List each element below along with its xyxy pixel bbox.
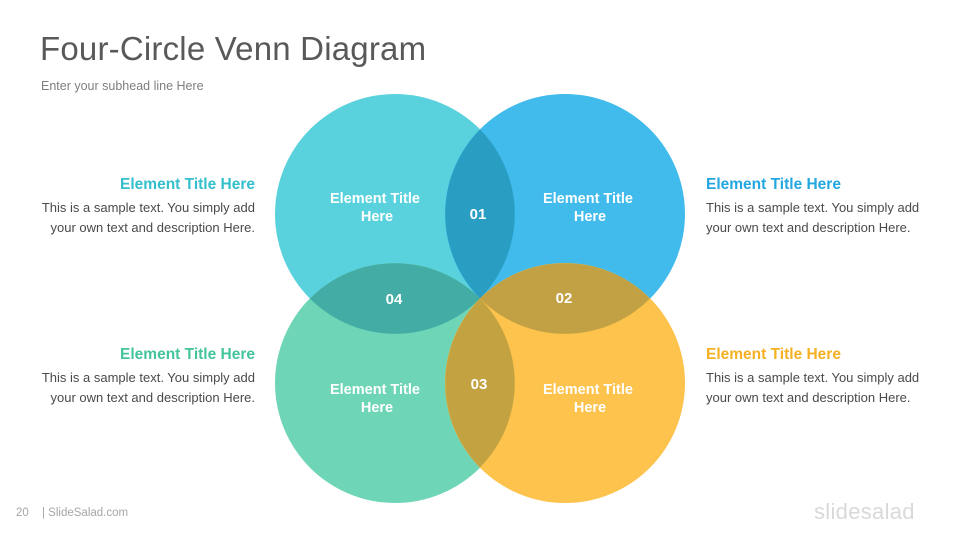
block-title: Element Title Here [706,346,841,363]
circle-label-top-right: Element Title Here [543,191,637,225]
block-description: This is a sample text. You simply add yo… [706,370,920,405]
overlap-number-04: 04 [386,291,403,308]
text-block-top-right: Element Title Here This is a sample text… [706,176,926,237]
overlap-number-01: 01 [470,206,487,223]
circle-label-bottom-left: Element Title Here [330,382,424,416]
block-description: This is a sample text. You simply add yo… [41,200,255,235]
block-title: Element Title Here [120,176,255,193]
page-number: 20 [16,507,29,519]
overlap-01-shade [445,129,515,299]
venn-circle-top-right [445,94,685,334]
slidesalad-logo: slidesalad [814,499,915,524]
text-block-bottom-left: Element Title Here This is a sample text… [35,346,255,407]
slide-subtitle: Enter your subhead line Here [41,79,204,93]
overlap-04-shade [310,263,480,334]
overlap-number-02: 02 [556,290,573,307]
block-title: Element Title Here [706,176,841,193]
slide-title: Four-Circle Venn Diagram [40,30,427,67]
slide-footer: 20 | SlideSalad.com [16,507,128,519]
overlap-02-shade [480,263,650,334]
footer-site-link[interactable]: | SlideSalad.com [42,507,129,519]
venn-circle-bottom-right [445,263,685,503]
overlap-number-03: 03 [471,376,488,393]
venn-circle-bottom-left [275,263,515,503]
overlap-03-shade [445,298,515,468]
circle-label-top-left: Element Title Here [330,191,424,225]
text-block-bottom-right: Element Title Here This is a sample text… [706,346,926,407]
text-block-top-left: Element Title Here This is a sample text… [35,176,255,237]
block-title: Element Title Here [120,346,255,363]
block-description: This is a sample text. You simply add yo… [706,200,920,235]
block-description: This is a sample text. You simply add yo… [41,370,255,405]
venn-circle-top-left [275,94,515,334]
circle-label-bottom-right: Element Title Here [543,382,637,416]
